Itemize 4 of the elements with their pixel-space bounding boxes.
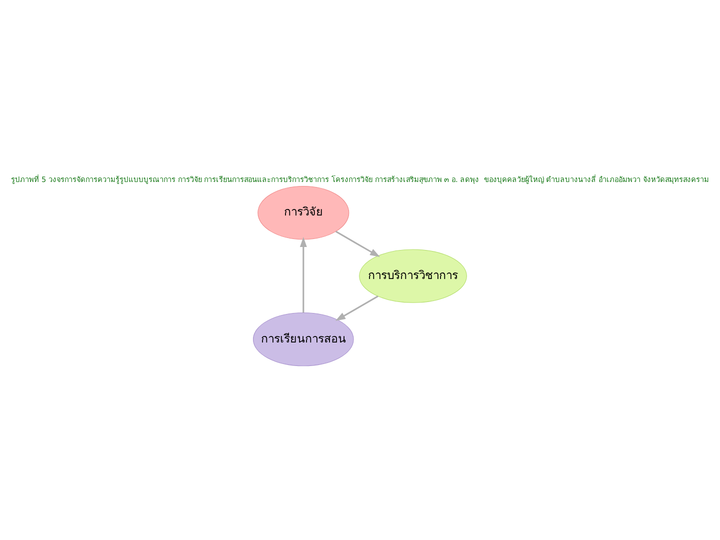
arrow xyxy=(335,296,378,321)
arrow xyxy=(335,230,380,258)
arrow xyxy=(300,237,307,313)
node-ellipse: การวิจัย xyxy=(258,186,350,240)
